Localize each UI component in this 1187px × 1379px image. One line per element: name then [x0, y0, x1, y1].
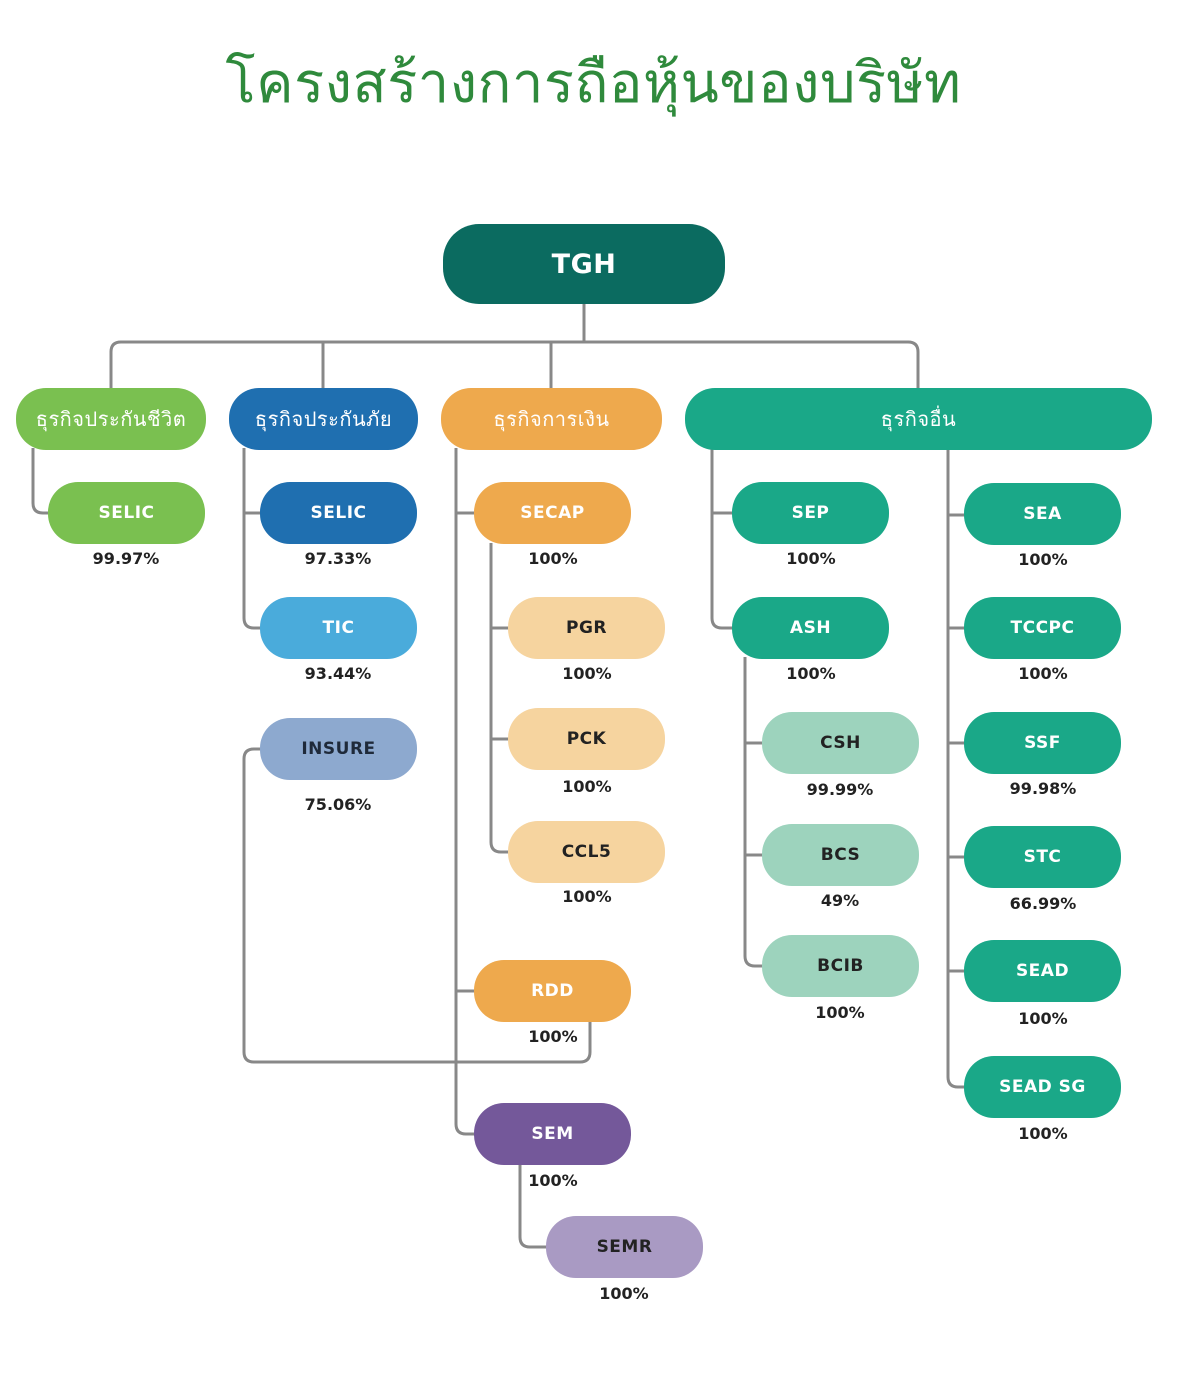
node-ash: ASH: [732, 597, 889, 659]
pct-ssf: 99.98%: [1009, 779, 1077, 798]
node-rdd: RDD: [474, 960, 631, 1022]
pct-tic: 93.44%: [304, 664, 372, 683]
pct-tccpc: 100%: [1018, 664, 1068, 683]
node-sead: SEAD: [964, 940, 1121, 1002]
pct-stc: 66.99%: [1009, 894, 1077, 913]
node-ccl5: CCL5: [508, 821, 665, 883]
node-pgr: PGR: [508, 597, 665, 659]
pct-semr: 100%: [599, 1284, 649, 1303]
node-insure: INSURE: [260, 718, 417, 780]
node-bcs: BCS: [762, 824, 919, 886]
node-tgh: TGH: [443, 224, 725, 304]
connector-sem-semr: [518, 1163, 548, 1249]
connector-finance-trunk: [454, 448, 476, 1136]
pct-bcs: 49%: [820, 891, 860, 910]
pct-ash: 100%: [786, 664, 836, 683]
connector-insure-rdd: [242, 747, 592, 1064]
node-selic-nonlife: SELIC: [260, 482, 417, 544]
category-non-life-insurance: ธุรกิจประกันภัย: [229, 388, 418, 450]
connector-other-right: [946, 448, 966, 1089]
pct-pck: 100%: [562, 777, 612, 796]
pct-ccl5: 100%: [562, 887, 612, 906]
pct-csh: 99.99%: [806, 780, 874, 799]
connector-other-left: [710, 448, 734, 630]
pct-pgr: 100%: [562, 664, 612, 683]
pct-selic-nonlife: 97.33%: [304, 549, 372, 568]
node-stc: STC: [964, 826, 1121, 888]
pct-insure: 75.06%: [304, 795, 372, 814]
connector-secap-subs: [489, 543, 510, 854]
connector-life-selic: [31, 448, 50, 515]
pct-bcib: 100%: [815, 1003, 865, 1022]
pct-sea: 100%: [1018, 550, 1068, 569]
node-csh: CSH: [762, 712, 919, 774]
connector-root-bar: [109, 340, 920, 390]
pct-sem: 100%: [528, 1171, 578, 1190]
node-secap: SECAP: [474, 482, 631, 544]
node-ssf: SSF: [964, 712, 1121, 774]
pct-sead: 100%: [1018, 1009, 1068, 1028]
pct-sead-sg: 100%: [1018, 1124, 1068, 1143]
category-finance: ธุรกิจการเงิน: [441, 388, 662, 450]
node-pck: PCK: [508, 708, 665, 770]
node-semr: SEMR: [546, 1216, 703, 1278]
node-tic: TIC: [260, 597, 417, 659]
node-sea: SEA: [964, 483, 1121, 545]
pct-secap: 100%: [528, 549, 578, 568]
page-title: โครงสร้างการถือหุ้นของบริษัท: [225, 51, 962, 116]
node-selic-life: SELIC: [48, 482, 205, 544]
node-bcib: BCIB: [762, 935, 919, 997]
connector-nonlife: [242, 448, 262, 630]
category-other: ธุรกิจอื่น: [685, 388, 1152, 450]
node-sep: SEP: [732, 482, 889, 544]
node-sead-sg: SEAD SG: [964, 1056, 1121, 1118]
pct-selic-life: 99.97%: [92, 549, 160, 568]
node-sem: SEM: [474, 1103, 631, 1165]
node-tccpc: TCCPC: [964, 597, 1121, 659]
connector-ash-subs: [743, 657, 764, 968]
pct-sep: 100%: [786, 549, 836, 568]
category-life-insurance: ธุรกิจประกันชีวิต: [16, 388, 206, 450]
pct-rdd: 100%: [528, 1027, 578, 1046]
